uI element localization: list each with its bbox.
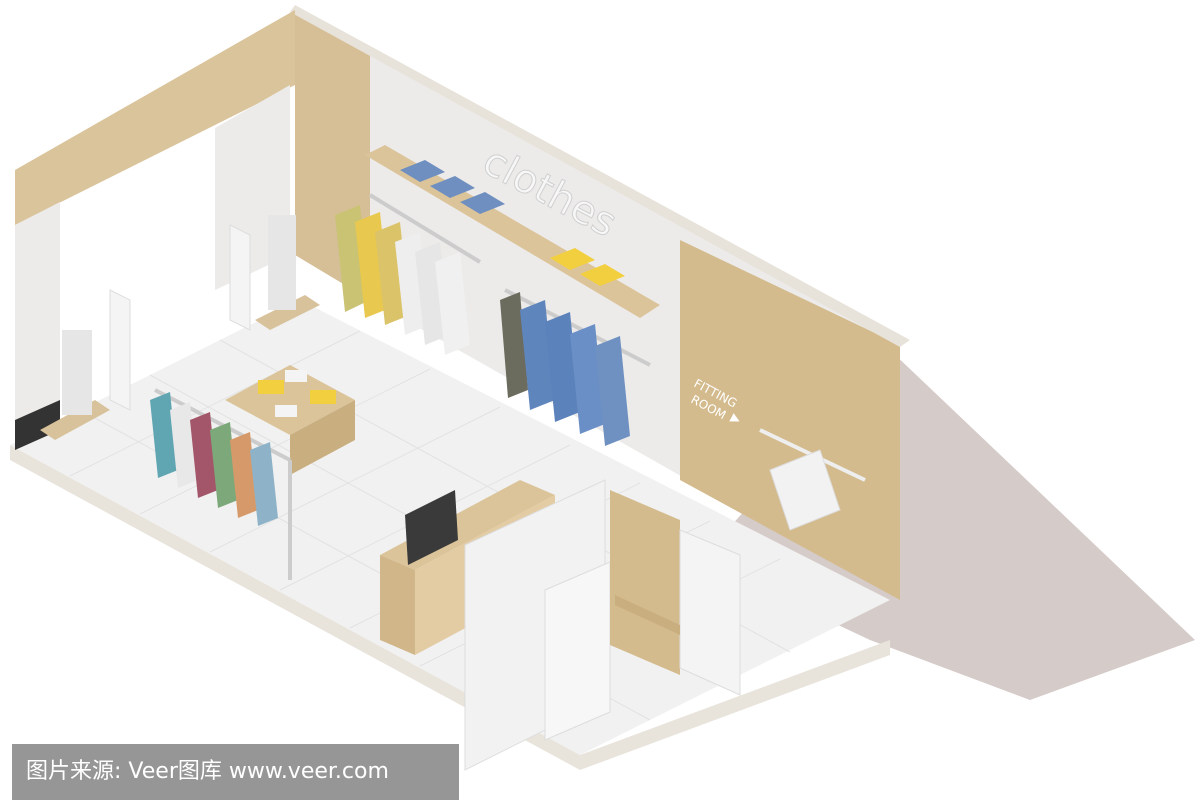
- wall-rack-2-shirts: [500, 292, 630, 446]
- wall-top-edge: [290, 5, 910, 347]
- folded-shirts-yellow: [550, 248, 625, 286]
- wall-rack-2-bar: [504, 288, 651, 367]
- facade-pillar-left: [15, 202, 60, 445]
- watermark-banner: 图片来源: Veer图库 www.veer.com: [12, 744, 459, 800]
- floor-rack-shirts: [150, 392, 278, 526]
- mannequin-left: [40, 330, 110, 440]
- facade-header: [15, 10, 295, 225]
- display-table: [225, 365, 355, 475]
- mannequin-right: [255, 215, 320, 330]
- fitting-wall-panel: [680, 240, 900, 600]
- fitting-wall-shirt: [769, 449, 841, 531]
- folded-shirts-blue: [400, 160, 505, 214]
- security-gates: [109, 224, 251, 411]
- fitting-rooms: [464, 479, 741, 771]
- wall-rack-1-shirts: [335, 205, 470, 355]
- wall-rack-1-bar: [368, 193, 482, 264]
- storefront-window-frame: [15, 400, 60, 450]
- monitor: [405, 490, 458, 565]
